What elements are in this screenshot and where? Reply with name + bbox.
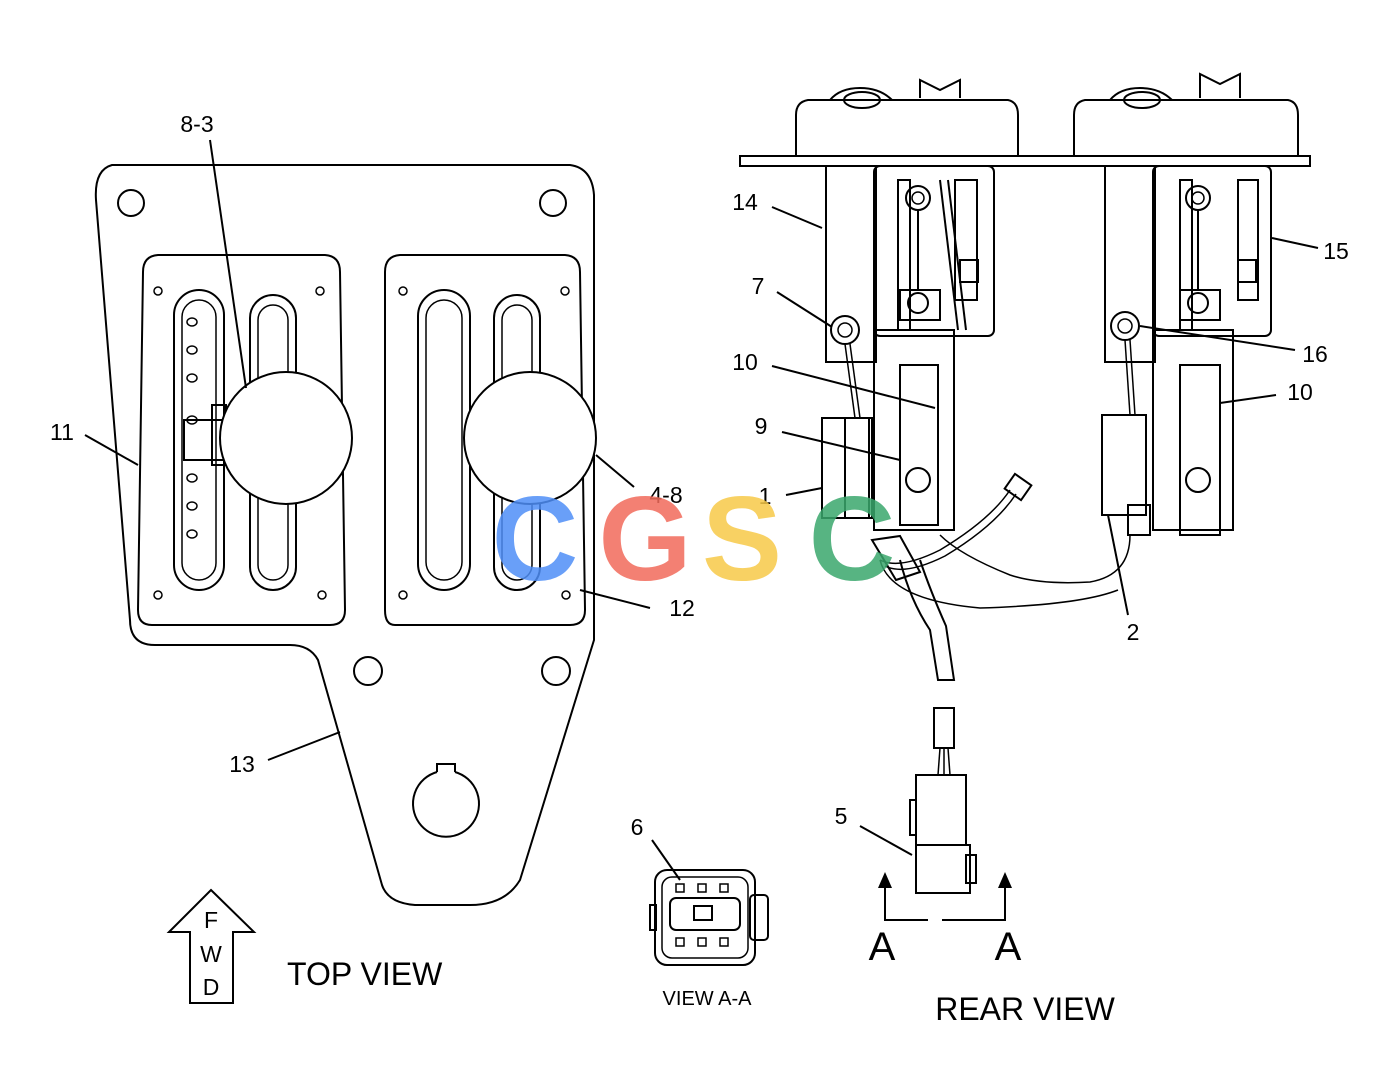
control-knob [463,371,597,505]
control-knob [219,371,353,505]
knob-stem [183,419,225,461]
callout-number: 13 [229,751,255,777]
callout-number: 6 [631,814,644,840]
mount-hole [353,656,383,686]
fwd-letter: W [200,941,222,967]
section-marker: A [869,925,896,969]
top-view-title: TOP VIEW [287,956,443,992]
mount-hole [117,189,145,217]
fwd-letter: D [203,974,220,1000]
view-aa-title: VIEW A-A [663,988,753,1010]
keyed-hole [412,771,480,838]
view-aa-drawing [649,839,769,966]
callout-number: 7 [752,273,765,299]
top-view-drawing [84,139,651,906]
callout-number: 2 [1127,619,1140,645]
callout-number: 1 [759,483,772,509]
callout-number: 4-8 [649,482,682,508]
keyed-hole-key [436,763,456,772]
watermark-letter: S [702,472,782,606]
callout-number: 5 [835,803,848,829]
callout-labels: 8-3 11 4-8 12 13 14 7 10 9 1 15 16 10 2 … [50,111,1349,840]
mount-hole [541,656,571,686]
watermark-letter: C [492,472,579,606]
watermark-letter: C [809,472,896,606]
left-bezel [136,254,347,626]
callout-number: 11 [50,419,74,445]
callout-number: 9 [755,413,768,439]
mounting-plate [94,164,595,906]
callout-number: 14 [732,189,758,215]
callout-number: 10 [1287,379,1313,405]
callout-number: 15 [1323,238,1349,264]
watermark-letter: G [598,472,691,606]
callout-number: 16 [1302,341,1328,367]
watermark-logo: C G S C [492,472,896,606]
callout-number: 10 [732,349,758,375]
rear-view-drawing [739,72,1319,921]
right-bezel [384,254,587,626]
fwd-arrow: F W D [166,888,257,1004]
callout-number: 12 [669,595,695,621]
fwd-letter: F [204,907,218,933]
mount-hole [539,189,567,217]
section-marker: A [995,925,1022,969]
rear-view-title: REAR VIEW [935,991,1115,1027]
callout-number: 8-3 [180,111,213,137]
